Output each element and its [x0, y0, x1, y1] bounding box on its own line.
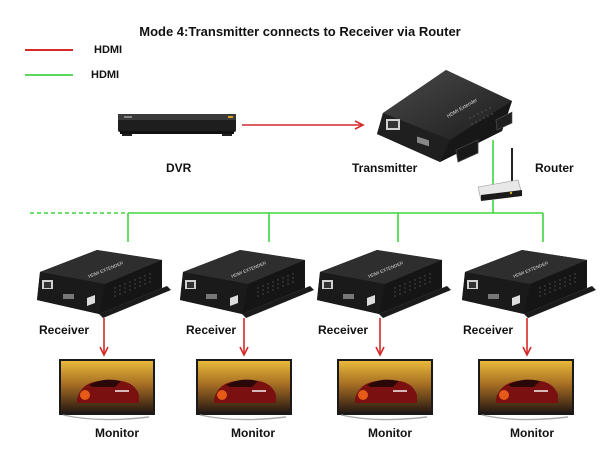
monitor-label-1: Monitor — [95, 426, 139, 440]
transmitter-label: Transmitter — [352, 161, 418, 175]
legend-red-label: HDMI — [94, 44, 123, 56]
monitor-device — [337, 359, 433, 421]
transmitter-device: HDMI Extender — [377, 70, 513, 163]
legend-green-label: HDMI — [91, 69, 120, 81]
hdmi-cable-receiver-to-monitor — [239, 318, 249, 357]
router-device — [477, 148, 523, 201]
dvr-device — [118, 114, 236, 136]
monitor-device — [478, 359, 574, 421]
receiver-device: HDMI EXTENDER — [317, 250, 451, 318]
hdmi-cable-receiver-to-monitor — [522, 318, 532, 357]
receiver-label-1: Receiver — [39, 323, 90, 337]
router-label: Router — [535, 161, 574, 175]
receiver-device: HDMI EXTENDER — [37, 250, 171, 318]
monitor-device — [59, 359, 155, 421]
monitor-label-4: Monitor — [510, 426, 554, 440]
legend-red-line — [25, 49, 73, 51]
receiver-device: HDMI EXTENDER — [462, 250, 596, 318]
hdmi-cable-receiver-to-monitor — [99, 318, 109, 357]
receiver-label-2: Receiver — [186, 323, 237, 337]
monitor-device — [196, 359, 292, 421]
receiver-label-3: Receiver — [318, 323, 369, 337]
diagram-title: Mode 4:Transmitter connects to Receiver … — [139, 24, 461, 39]
hdmi-cable-receiver-to-monitor — [375, 318, 385, 357]
monitor-label-2: Monitor — [231, 426, 275, 440]
monitor-label-3: Monitor — [368, 426, 412, 440]
hdmi-cable-dvr-to-transmitter — [242, 120, 365, 130]
receiver-device: HDMI EXTENDER — [180, 250, 314, 318]
dvr-label: DVR — [166, 161, 192, 175]
legend-green-line — [25, 74, 73, 76]
network-bus — [30, 212, 544, 242]
receiver-label-4: Receiver — [463, 323, 514, 337]
